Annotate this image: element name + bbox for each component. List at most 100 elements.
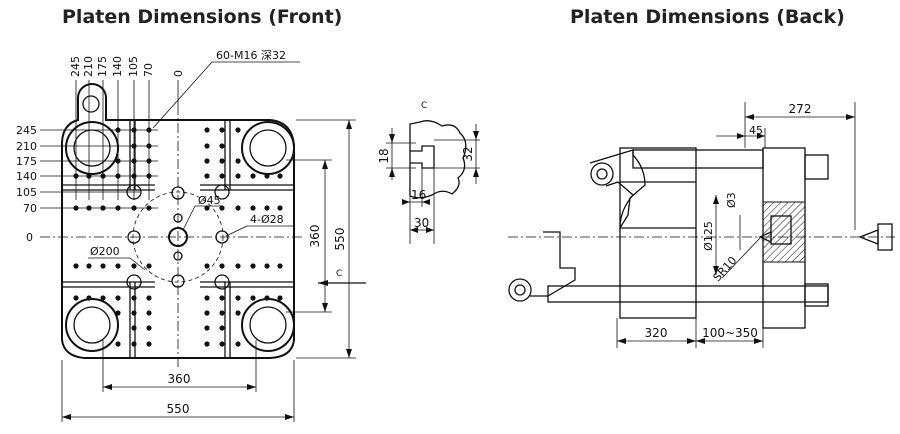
thread-hole-dot (204, 310, 210, 316)
back-upper-nut (804, 154, 829, 180)
front-left-extension-lines (40, 129, 158, 209)
dim-bottom-inner: 360 (168, 372, 191, 386)
front-top-label-70: 70 (142, 63, 155, 77)
thread-hole-dot (219, 143, 225, 149)
back-moving-platen (619, 147, 697, 319)
thread-hole-dot (204, 143, 210, 149)
thread-hole-dot (219, 295, 225, 301)
front-lifting-eye (82, 95, 100, 113)
thread-hole-dot (86, 295, 92, 301)
thread-hole-dot (100, 263, 106, 269)
thread-hole-dot (204, 173, 210, 179)
thread-hole-dot (264, 295, 270, 301)
section-dim-18: 18 (377, 148, 391, 163)
section-profile (409, 120, 467, 199)
front-left-label-70: 70 (23, 202, 37, 215)
phi45-leader (182, 205, 196, 231)
thread-hole-dot (277, 295, 283, 301)
section-dim-30: 30 (414, 216, 429, 230)
thread-hole-dot (204, 325, 210, 331)
thread-hole-dot (219, 310, 225, 316)
holes-callout: 4-Ø28 (250, 213, 284, 226)
phi45-callout: Ø45 (198, 194, 221, 207)
thread-hole-dot (235, 341, 241, 347)
thread-hole-dot (115, 310, 121, 316)
thread-hole-dot (277, 263, 283, 269)
thread-hole-dot (204, 205, 210, 211)
thread-hole-dot (235, 310, 241, 316)
thread-callout-leader (152, 61, 213, 129)
thread-hole-dot (204, 158, 210, 164)
thread-hole-dot (115, 341, 121, 347)
back-lower-tie-bar (547, 285, 829, 303)
thread-hole-dot (219, 158, 225, 164)
thread-hole-dot (219, 173, 225, 179)
thread-hole-dot (235, 158, 241, 164)
section-c-mark: C (336, 269, 342, 279)
front-left-label-210: 210 (16, 140, 37, 153)
thread-hole-dot (115, 295, 121, 301)
dim-right-inner: 360 (308, 225, 322, 248)
thread-hole-dot (250, 205, 256, 211)
thread-hole-dot (131, 310, 137, 316)
back-title: Platen Dimensions (Back) (570, 6, 845, 28)
back-side-drawing: 272 45 Ø3 Ø125 SR10 320 100~350 (508, 102, 895, 348)
front-left-label-0: 0 (26, 231, 33, 244)
back-dim-320: 320 (645, 326, 668, 340)
thread-hole-dot (235, 263, 241, 269)
thread-hole-dot (264, 263, 270, 269)
thread-hole-dot (131, 341, 137, 347)
thread-hole-dot (131, 325, 137, 331)
front-thread-holes (73, 127, 283, 347)
front-left-label-245: 245 (16, 124, 37, 137)
thread-hole-dot (204, 341, 210, 347)
thread-hole-dot (235, 173, 241, 179)
thread-hole-dot (250, 263, 256, 269)
front-top-label-0: 0 (172, 70, 185, 77)
thread-callout: 60-M16 深32 (216, 49, 286, 62)
thread-hole-dot (100, 295, 106, 301)
back-dim-45: 45 (749, 124, 763, 137)
front-top-label-210: 210 (82, 56, 95, 77)
thread-hole-dot (131, 295, 137, 301)
thread-hole-dot (277, 173, 283, 179)
thread-hole-dot (264, 173, 270, 179)
thread-hole-dot (219, 205, 225, 211)
back-sr10-leader (721, 237, 761, 279)
back-dim-phi125: Ø125 (702, 221, 715, 251)
section-t-slot (410, 145, 435, 169)
front-left-label-140: 140 (16, 170, 37, 183)
phi200-callout: Ø200 (90, 245, 120, 258)
thread-hole-dot (73, 263, 79, 269)
thread-hole-dot (235, 205, 241, 211)
thread-hole-dot (146, 310, 152, 316)
back-upper-tie-bar (632, 149, 764, 169)
back-lower-nut (804, 283, 829, 307)
thread-hole-dot (146, 263, 152, 269)
section-c-detail: C 18 32 16 30 (377, 101, 480, 244)
back-nozzle-seat (770, 215, 792, 245)
thread-hole-dot (115, 263, 121, 269)
section-dim-32: 32 (461, 146, 475, 161)
back-nozzle-tip (758, 230, 772, 244)
dim-bottom-outer: 550 (167, 402, 190, 416)
back-dim-stroke: 100~350 (702, 326, 758, 340)
thread-hole-dot (219, 341, 225, 347)
thread-hole-dot (235, 295, 241, 301)
thread-hole-dot (235, 127, 241, 133)
front-top-extension-lines (75, 80, 179, 200)
thread-hole-dot (219, 127, 225, 133)
thread-hole-dot (146, 341, 152, 347)
thread-hole-dot (264, 205, 270, 211)
thread-hole-dot (86, 263, 92, 269)
thread-hole-dot (204, 263, 210, 269)
thread-hole-dot (131, 263, 137, 269)
tie-bar-holes (65, 121, 295, 352)
thread-hole-dot (219, 325, 225, 331)
thread-hole-dot (73, 295, 79, 301)
back-platen-hatch (762, 201, 806, 263)
front-left-label-175: 175 (16, 155, 37, 168)
thread-hole-dot (146, 295, 152, 301)
dim-right-outer: 550 (333, 228, 347, 251)
